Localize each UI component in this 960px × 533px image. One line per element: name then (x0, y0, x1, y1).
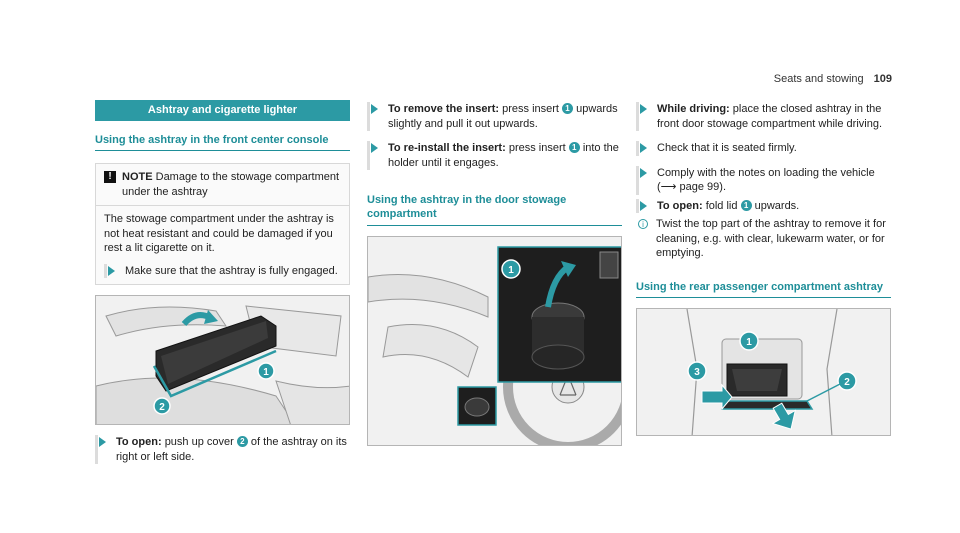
driving-label: While driving: (657, 103, 730, 115)
step-reinstall-insert: To re-install the insert: press insert 1… (367, 141, 622, 171)
arrow-icon (640, 167, 647, 178)
note-box: ! NOTE Damage to the stowage compartment… (95, 163, 350, 286)
subheading-rear-ashtray: Using the rear passenger compartment ash… (636, 279, 891, 299)
arrow-icon (371, 104, 378, 114)
section-name: Seats and stowing (773, 73, 864, 85)
arrow-icon (371, 143, 378, 154)
figure-rear-ashtray: 1 2 3 (636, 308, 891, 437)
callout-1: 1 (568, 142, 580, 154)
tip-text: Twist the top part of the ashtray to rem… (656, 218, 886, 260)
comply-page-ref[interactable]: page 99). (679, 181, 726, 194)
remove-text-b: upwards slightly and pull it out upwards… (388, 103, 618, 130)
step-bar (95, 435, 106, 465)
note-title: ! NOTE Damage to the stowage compartment… (96, 164, 349, 207)
open-text-b: upwards. (754, 199, 800, 212)
step-bar (367, 102, 378, 132)
figure-door-stowage: 1 (367, 235, 622, 446)
fig-label-1: 1 (263, 367, 269, 378)
rear-ashtray-illustration: 1 2 3 (637, 309, 890, 436)
info-icon: i (638, 219, 648, 230)
arrow-icon (640, 143, 647, 154)
page-ref-arrow-icon: ⟶ (660, 181, 677, 194)
page-number: 109 (873, 73, 892, 85)
warning-icon: ! (104, 171, 116, 184)
step-bar (104, 263, 115, 279)
column-2: To remove the insert: press insert 1 upw… (367, 100, 622, 446)
comply-text: Comply with the notes on loading the veh… (657, 166, 875, 194)
arrow-icon (99, 437, 106, 448)
reinstall-text-a: press insert (508, 142, 566, 155)
step-comply-notes: Comply with the notes on loading the veh… (636, 165, 891, 195)
driving-text: place the closed ashtray in the front do… (657, 103, 882, 130)
step-bar (367, 141, 378, 171)
figure-center-console: 1 2 (95, 295, 350, 426)
note-step: Make sure that the ashtray is fully enga… (104, 263, 341, 279)
tip: i Twist the top part of the ashtray to r… (636, 217, 891, 261)
step-bar (636, 102, 647, 132)
step-bar (636, 141, 647, 156)
note-title-text: Damage to the stowage compartment under … (122, 171, 340, 198)
note-body-text: The stowage compartment under the ashtra… (104, 213, 334, 255)
step-check-seated: Check that it is seated firmly. (636, 141, 891, 156)
fig-label-3: 3 (694, 367, 700, 378)
subheading-door-stowage: Using the ashtray in the door stowage co… (367, 192, 622, 226)
remove-label: To remove the insert: (388, 103, 500, 115)
arrow-icon (108, 265, 115, 276)
column-1: Ashtray and cigarette lighter Using the … (95, 100, 350, 465)
door-stowage-illustration: 1 (368, 236, 621, 445)
step-bar (636, 198, 647, 214)
note-body: The stowage compartment under the ashtra… (96, 206, 349, 284)
step-open-cover: To open: push up cover 2 of the ashtray … (95, 435, 350, 465)
callout-2: 2 (236, 436, 248, 448)
open-text-b: of the ashtray on its right or left side… (116, 436, 347, 463)
subheading-front-console: Using the ashtray in the front center co… (95, 131, 350, 152)
note-step-text: Make sure that the ashtray is fully enga… (125, 264, 338, 277)
check-text: Check that it is seated firmly. (657, 142, 797, 155)
open-label: To open: (116, 436, 162, 449)
open-text-a: push up cover (164, 436, 234, 449)
section-title: Ashtray and cigarette lighter (95, 100, 350, 121)
arrow-icon (640, 104, 647, 114)
note-label: NOTE (122, 171, 153, 184)
reinstall-label: To re-install the insert: (388, 142, 506, 155)
fig-label-1: 1 (746, 337, 752, 348)
fig-label-2: 2 (159, 402, 165, 413)
open-label: To open: (657, 199, 703, 212)
callout-1: 1 (740, 199, 752, 211)
step-while-driving: While driving: place the closed ashtray … (636, 102, 891, 132)
center-console-illustration: 1 2 (96, 296, 349, 425)
remove-text-a: press insert (502, 103, 559, 115)
fig-label-2: 2 (844, 377, 850, 388)
step-open-lid: To open: fold lid 1 upwards. (636, 198, 891, 214)
step-bar (636, 165, 647, 195)
page-header: Seats and stowing 109 (774, 72, 892, 87)
callout-1: 1 (562, 103, 574, 114)
arrow-icon (640, 200, 647, 211)
open-text-a: fold lid (705, 199, 738, 212)
reinstall-text-b: into the holder until it engages. (388, 142, 619, 169)
column-3: While driving: place the closed ashtray … (636, 100, 891, 437)
step-remove-insert: To remove the insert: press insert 1 upw… (367, 102, 622, 132)
fig-label-1: 1 (508, 265, 514, 276)
